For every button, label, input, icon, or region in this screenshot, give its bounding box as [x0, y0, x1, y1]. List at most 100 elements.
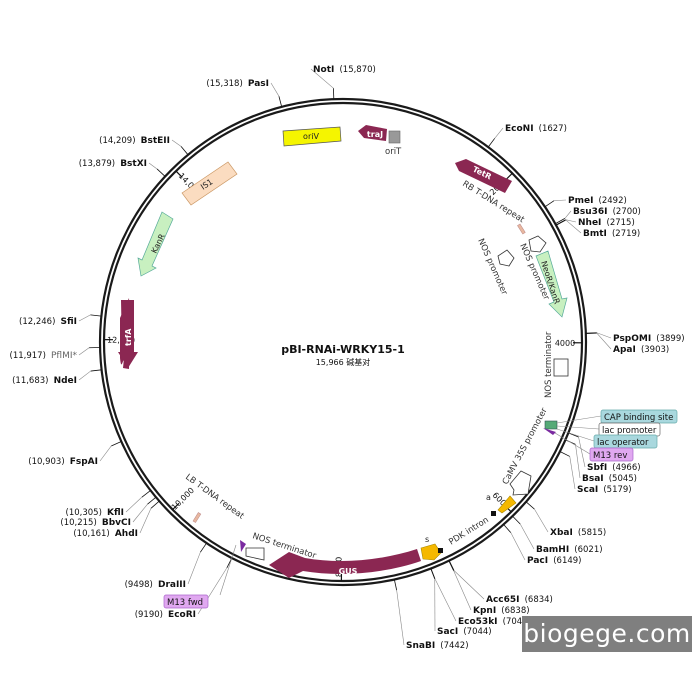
site-position: (5179)	[603, 485, 631, 495]
site-leader	[554, 199, 567, 201]
site-label[interactable]: BamHI (6021)	[536, 537, 603, 556]
callout-lines	[554, 415, 602, 455]
site-label[interactable]: SnaBI (7442)	[406, 633, 469, 652]
plasmid-name: pBI-RNAi-WRKY15-1	[281, 343, 405, 356]
site-leader	[519, 523, 535, 550]
site-label[interactable]: XbaI (5815)	[550, 520, 606, 539]
site-position: (13,879)	[79, 159, 115, 169]
site-label[interactable]: (13,879) BstXI	[79, 151, 147, 170]
site-label[interactable]: (12,246) SfiI	[19, 309, 77, 328]
lac-cluster-arrow	[543, 428, 556, 435]
site-marker-a	[491, 511, 496, 516]
site-label[interactable]: PmeI (2492)	[568, 188, 627, 207]
site-tick	[544, 200, 555, 208]
site-position: (3903)	[641, 345, 669, 355]
site-label[interactable]: ApaI (3903)	[613, 337, 669, 356]
nos-promoter-label-b: NOS promoter	[475, 237, 509, 297]
site-label[interactable]: NotI (15,870)	[313, 57, 376, 76]
site-name: PflMI*	[51, 351, 78, 361]
site-label[interactable]: Acc65I (6834)	[486, 587, 553, 606]
site-label[interactable]: KpnI (6838)	[473, 598, 530, 617]
site-position: (2715)	[607, 218, 635, 228]
nos-promoter-feature-a[interactable]	[528, 235, 547, 253]
site-name: BstXI	[120, 159, 147, 169]
site-label[interactable]: SacI (7044)	[437, 619, 492, 638]
oriT-feature[interactable]	[388, 130, 401, 144]
site-name: KflI	[107, 508, 124, 518]
traJ-label: traJ	[367, 130, 383, 139]
neoR-feature[interactable]	[535, 250, 568, 318]
tetR-feature[interactable]	[455, 159, 512, 193]
traJ-feature[interactable]	[358, 125, 387, 141]
site-label[interactable]: Eco53kI (7042)	[458, 609, 531, 628]
orange-arrow-a[interactable]	[497, 495, 517, 514]
site-label[interactable]: Bsu36I (2700)	[573, 199, 641, 218]
site-leader	[78, 347, 90, 356]
site-name: AhdI	[115, 529, 138, 539]
lb-repeat-label: LB T-DNA repeat	[183, 472, 246, 522]
site-tick	[90, 314, 102, 317]
site-label[interactable]: NheI (2715)	[578, 210, 635, 229]
oriV-feature[interactable]	[282, 126, 342, 147]
site-position: (5815)	[578, 528, 606, 538]
site-position: (1627)	[539, 124, 567, 134]
site-name: PmeI	[568, 196, 593, 206]
site-label[interactable]: (10,305) KflI	[66, 500, 124, 519]
site-position: (10,903)	[28, 457, 64, 467]
restriction-sites: NotI (15,870) (15,318) PasI (14,209) BstEI…	[10, 57, 685, 652]
site-leader	[453, 570, 485, 600]
site-tick	[393, 579, 398, 591]
site-label[interactable]: (14,209) BstEII	[99, 128, 170, 147]
site-label[interactable]: (10,161) AhdI	[73, 521, 138, 540]
site-tick	[180, 146, 189, 156]
nos-terminator-bottom-feature[interactable]	[245, 547, 265, 561]
site-tick	[487, 138, 496, 148]
site-label[interactable]: (9498) DraIII	[125, 572, 186, 591]
site-name: ApaI	[613, 345, 636, 355]
site-leader	[596, 332, 612, 339]
site-label[interactable]: (11,917) PflMI*	[10, 343, 78, 362]
gus-feature[interactable]	[269, 549, 421, 578]
kanR-feature[interactable]	[137, 211, 174, 277]
site-leader	[510, 532, 526, 561]
pdk-intron-label: PDK intron	[447, 515, 490, 547]
nos-promoter-feature-b[interactable]	[497, 249, 515, 267]
site-label[interactable]: BmtI (2719)	[583, 221, 640, 240]
site-label[interactable]: PacI (6149)	[527, 548, 581, 567]
site-name: BbvCI	[102, 518, 131, 528]
site-leader	[565, 219, 577, 223]
site-label[interactable]: (10,903) FspAI	[28, 449, 98, 468]
nos-terminator-bottom-mark	[240, 540, 246, 552]
ruler-tick	[175, 170, 183, 178]
camv-promoter-feature[interactable]	[509, 470, 532, 496]
site-leader	[125, 496, 143, 513]
site-tick	[430, 568, 436, 579]
m13-fwd-box[interactable]	[163, 594, 209, 609]
site-label[interactable]: PspOMI (3899)	[613, 326, 685, 345]
rb-repeat-feature[interactable]	[517, 223, 526, 235]
site-label[interactable]: (10,215) BbvCI	[60, 510, 131, 529]
site-label[interactable]: ScaI (5179)	[577, 477, 632, 496]
site-name: NheI	[578, 218, 601, 228]
site-leader	[596, 332, 612, 350]
lac-cluster-feature	[544, 420, 558, 430]
orange-arrow-s[interactable]	[420, 543, 442, 561]
site-label[interactable]: BsaI (5045)	[582, 466, 637, 485]
site-position: (7442)	[440, 641, 468, 651]
site-label[interactable]: EcoNI (1627)	[505, 116, 567, 135]
m13-rev-box[interactable]	[589, 447, 634, 462]
site-label[interactable]: (11,683) NdeI	[12, 368, 77, 387]
site-label[interactable]: SbfI (4966)	[587, 455, 641, 474]
is1-feature[interactable]	[181, 161, 238, 206]
nos-terminator-right-feature[interactable]	[553, 358, 569, 377]
trfA-body	[118, 300, 138, 368]
site-name: SacI	[437, 627, 458, 637]
site-label[interactable]: (15,318) PasI	[206, 71, 269, 90]
site-leader	[575, 444, 581, 479]
site-name: PacI	[527, 556, 548, 566]
site-leader	[270, 82, 280, 97]
site-name: Acc65I	[486, 595, 520, 605]
a-label: a	[486, 493, 491, 502]
site-label[interactable]: (9190) EcoRI	[135, 602, 196, 621]
lb-repeat-feature[interactable]	[192, 512, 202, 523]
